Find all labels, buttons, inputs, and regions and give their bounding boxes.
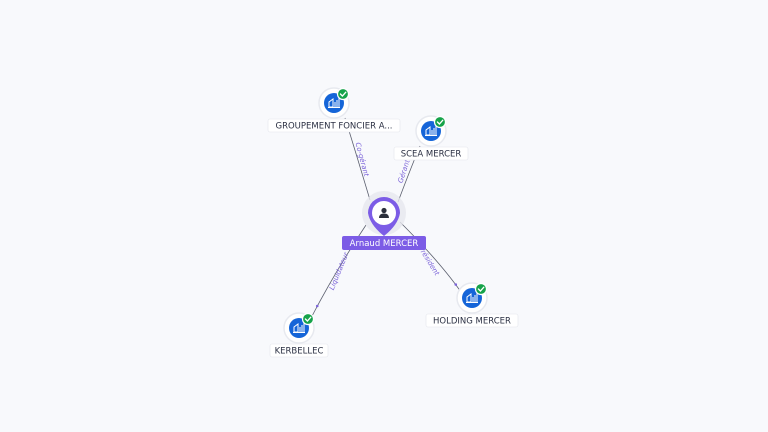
edge-kerbellec — [310, 224, 367, 319]
person-icon — [379, 207, 389, 218]
edge-holding — [399, 221, 462, 293]
person-name: Arnaud MERCER — [350, 239, 419, 249]
company-node-kerbellec[interactable]: KERBELLEC — [269, 312, 329, 358]
building-chart-icon — [293, 323, 305, 333]
person-label-box — [342, 236, 426, 250]
check-icon — [339, 91, 347, 97]
node-label-box — [269, 343, 329, 358]
check-icon — [436, 119, 444, 125]
verified-check-badge — [301, 312, 315, 326]
building-chart-icon — [328, 98, 340, 108]
node-label-box — [393, 146, 469, 161]
node-label-box — [425, 313, 519, 328]
company-name-scea: SCEA MERCER — [401, 150, 462, 160]
node-label-box — [267, 118, 401, 133]
center-person-node[interactable]: Arnaud MERCER — [342, 191, 426, 250]
verified-check-badge — [433, 115, 447, 129]
verified-check-badge — [336, 87, 350, 101]
nodes-layer: GROUPEMENT FONCIER A... SCEA MERCER KERBEL… — [267, 87, 519, 358]
company-name-groupement: GROUPEMENT FONCIER A... — [276, 122, 393, 132]
check-icon — [304, 316, 312, 322]
edge-arrow-holding — [454, 283, 458, 286]
verified-check-badge — [474, 282, 488, 296]
edge-label-groupement: Co-gérant — [354, 142, 371, 178]
company-name-holding: HOLDING MERCER — [433, 317, 511, 327]
building-chart-icon — [425, 126, 437, 136]
check-icon — [477, 286, 485, 292]
company-node-holding[interactable]: HOLDING MERCER — [425, 282, 519, 328]
edge-arrow-kerbellec — [315, 304, 319, 308]
company-node-groupement[interactable]: GROUPEMENT FONCIER A... — [267, 87, 401, 133]
building-chart-icon — [466, 293, 478, 303]
company-node-scea[interactable]: SCEA MERCER — [393, 115, 469, 161]
edge-label-kerbellec: Liquidateur — [328, 250, 351, 291]
company-name-kerbellec: KERBELLEC — [275, 347, 324, 357]
